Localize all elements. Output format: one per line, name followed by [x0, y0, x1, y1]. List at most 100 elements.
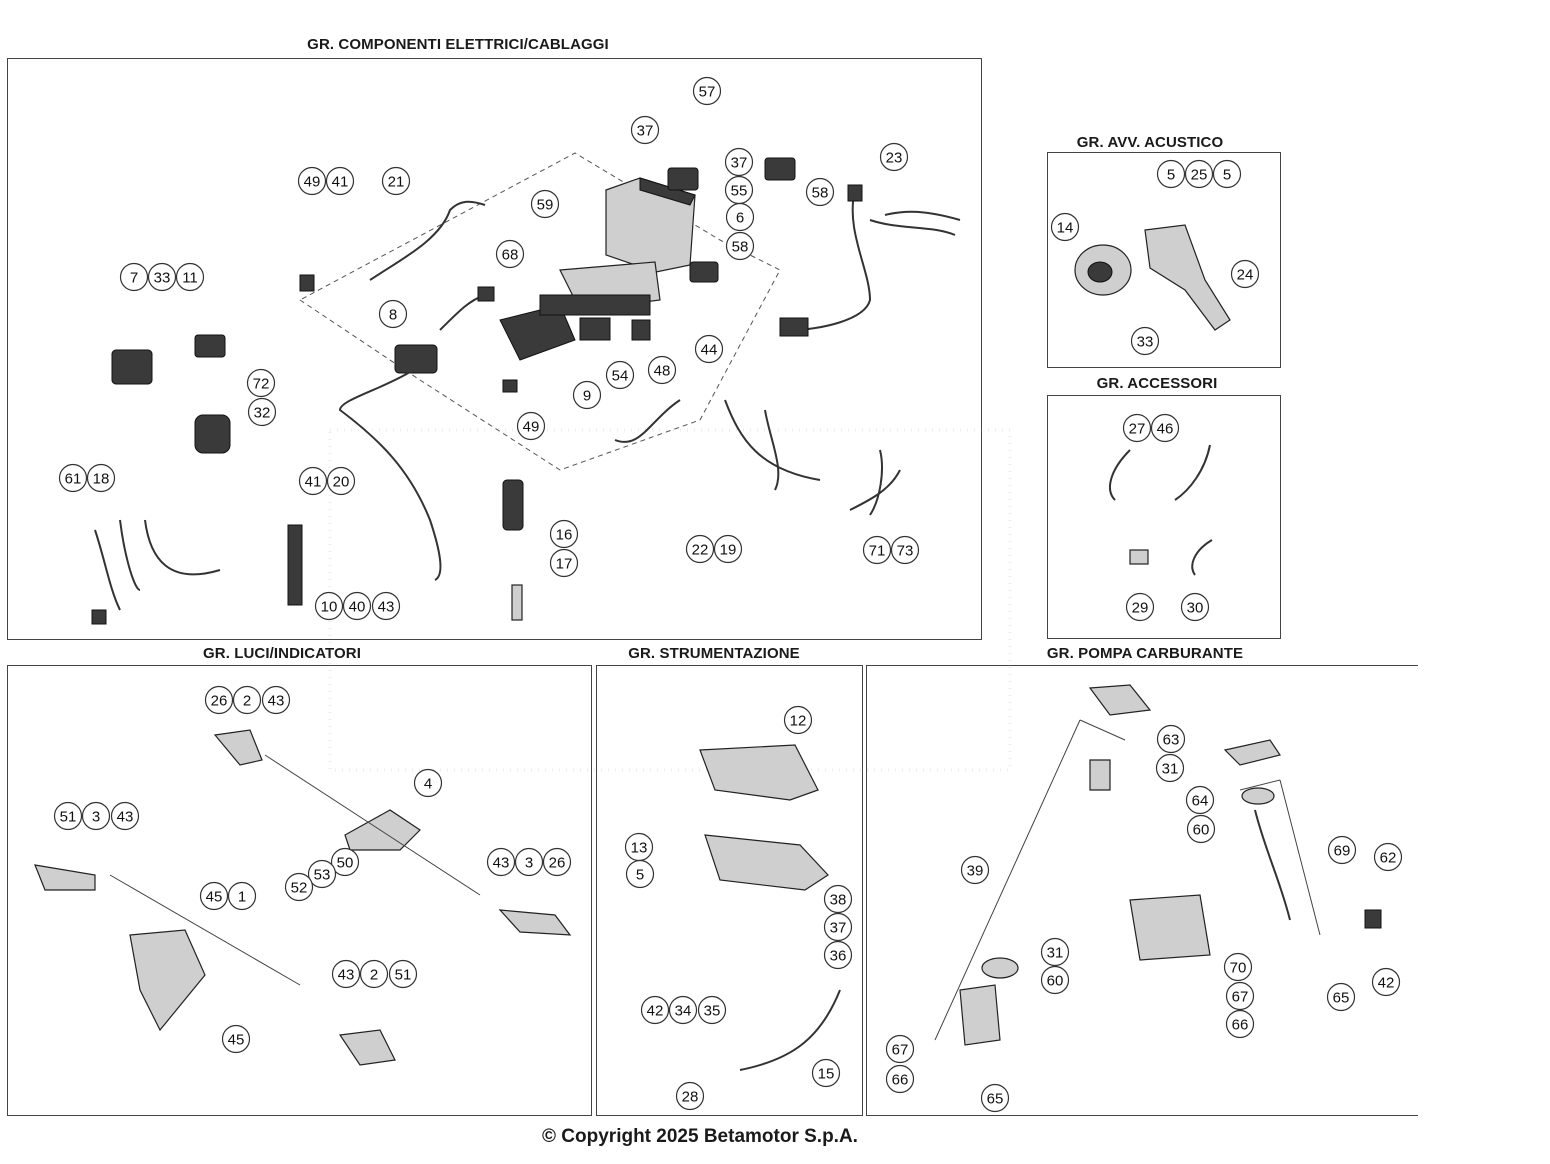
callout-number: 71	[869, 543, 886, 560]
indicator-front-left-part	[34, 864, 96, 891]
callout-number: 19	[720, 542, 737, 559]
callout-electrical-35: 40	[342, 591, 372, 621]
callout-electrical-8: 41	[325, 166, 355, 196]
callout-number: 36	[830, 948, 847, 965]
callout-number: 17	[556, 556, 573, 573]
callout-number: 41	[305, 474, 322, 491]
callout-number: 38	[830, 892, 847, 909]
accessory-parts	[1109, 444, 1213, 576]
callout-electrical-17: 44	[694, 334, 724, 364]
callout-number: 45	[228, 1032, 245, 1049]
callout-instruments-6: 42	[640, 995, 670, 1025]
callout-number: 14	[1057, 220, 1074, 237]
callout-number: 42	[1378, 975, 1395, 992]
callout-electrical-0: 57	[692, 76, 722, 106]
instruments-group-title: GR. STRUMENTAZIONE	[628, 645, 800, 662]
callout-instruments-7: 34	[668, 995, 698, 1025]
callout-number: 54	[612, 368, 629, 385]
fuel-pump-group-title: GR. POMPA CARBURANTE	[1046, 645, 1244, 662]
callout-electrical-5: 23	[879, 142, 909, 172]
callout-number: 26	[211, 693, 228, 710]
callout-number: 41	[332, 174, 349, 191]
callout-number: 55	[731, 183, 748, 200]
relay-58-part	[764, 157, 796, 181]
callout-lights-12: 52	[284, 872, 314, 902]
callout-number: 28	[682, 1089, 699, 1106]
electrical-group-frame	[7, 58, 982, 640]
callout-fuel_pump-1: 31	[1155, 753, 1185, 783]
callout-number: 9	[583, 388, 591, 405]
callout-accessories-2: 29	[1125, 592, 1155, 622]
callout-number: 51	[60, 809, 77, 826]
callout-electrical-27: 61	[58, 463, 88, 493]
callout-fuel_pump-14: 67	[885, 1034, 915, 1064]
callout-number: 40	[349, 599, 366, 616]
callout-horn-0: 5	[1156, 159, 1186, 189]
callout-number: 37	[830, 920, 847, 937]
callout-number: 43	[117, 809, 134, 826]
callout-number: 31	[1047, 945, 1064, 962]
callout-number: 27	[1129, 421, 1146, 438]
callout-fuel_pump-13: 66	[1225, 1009, 1255, 1039]
callout-number: 37	[637, 123, 654, 140]
callout-number: 3	[525, 855, 533, 872]
callout-lights-14: 1	[227, 881, 257, 911]
callout-electrical-12: 68	[495, 239, 525, 269]
cable-22-part	[614, 399, 681, 443]
instruments-group-frame	[596, 665, 863, 1116]
callout-number: 57	[699, 84, 716, 101]
relay-58b-part	[689, 261, 719, 283]
callout-number: 16	[556, 527, 573, 544]
callout-number: 35	[704, 1003, 721, 1020]
callout-number: 43	[338, 967, 355, 984]
callout-number: 65	[1333, 990, 1350, 1007]
callout-number: 60	[1193, 822, 1210, 839]
callout-lights-8: 3	[514, 847, 544, 877]
callout-lights-17: 51	[388, 959, 418, 989]
electrical-parts	[91, 152, 961, 625]
callout-accessories-3: 30	[1180, 592, 1210, 622]
copyright-notice: © Copyright 2025 Betamotor S.p.A.	[542, 1126, 858, 1147]
callout-electrical-18: 72	[246, 368, 276, 398]
indicator-rear-right-part	[498, 909, 572, 936]
callout-number: 30	[1187, 600, 1204, 617]
callout-electrical-15: 11	[175, 262, 205, 292]
callout-fuel_pump-2: 64	[1185, 785, 1215, 815]
spark-plug-cap-part	[502, 479, 524, 531]
callout-number: 49	[523, 419, 540, 436]
callout-electrical-24: 41	[298, 466, 328, 496]
callout-number: 10	[321, 599, 338, 616]
callout-number: 50	[337, 855, 354, 872]
callout-number: 73	[897, 543, 914, 560]
callout-number: 49	[304, 174, 321, 191]
callout-number: 1	[238, 889, 246, 906]
indicator-front-right-part	[338, 1029, 396, 1066]
callout-accessories-0: 27	[1122, 413, 1152, 443]
instrument-parts	[699, 744, 841, 1071]
callout-number: 46	[1157, 421, 1174, 438]
speed-sensor-cable-part	[739, 989, 841, 1071]
ignition-coil-part	[394, 344, 438, 374]
callout-number: 37	[731, 155, 748, 172]
fuel-pump-group-frame	[866, 665, 1418, 1116]
callout-number: 45	[206, 889, 223, 906]
callout-fuel_pump-9: 70	[1223, 952, 1253, 982]
callout-number: 21	[388, 174, 405, 191]
callout-lights-5: 3	[81, 801, 111, 831]
callout-electrical-22: 9	[572, 380, 602, 410]
callout-instruments-3: 38	[823, 884, 853, 914]
harness-71-part	[849, 449, 901, 516]
indicator-rear-left-part	[213, 729, 263, 766]
callout-number: 2	[370, 967, 378, 984]
callout-fuel_pump-7: 31	[1040, 937, 1070, 967]
fuel-pump-parts	[934, 684, 1382, 1046]
callout-number: 3	[92, 809, 100, 826]
callout-number: 61	[65, 471, 82, 488]
callout-number: 43	[493, 855, 510, 872]
callout-number: 44	[701, 342, 718, 359]
callout-number: 5	[636, 867, 644, 884]
callout-fuel_pump-11: 65	[1326, 982, 1356, 1012]
cable-21-part	[369, 200, 486, 281]
callout-number: 70	[1230, 960, 1247, 977]
